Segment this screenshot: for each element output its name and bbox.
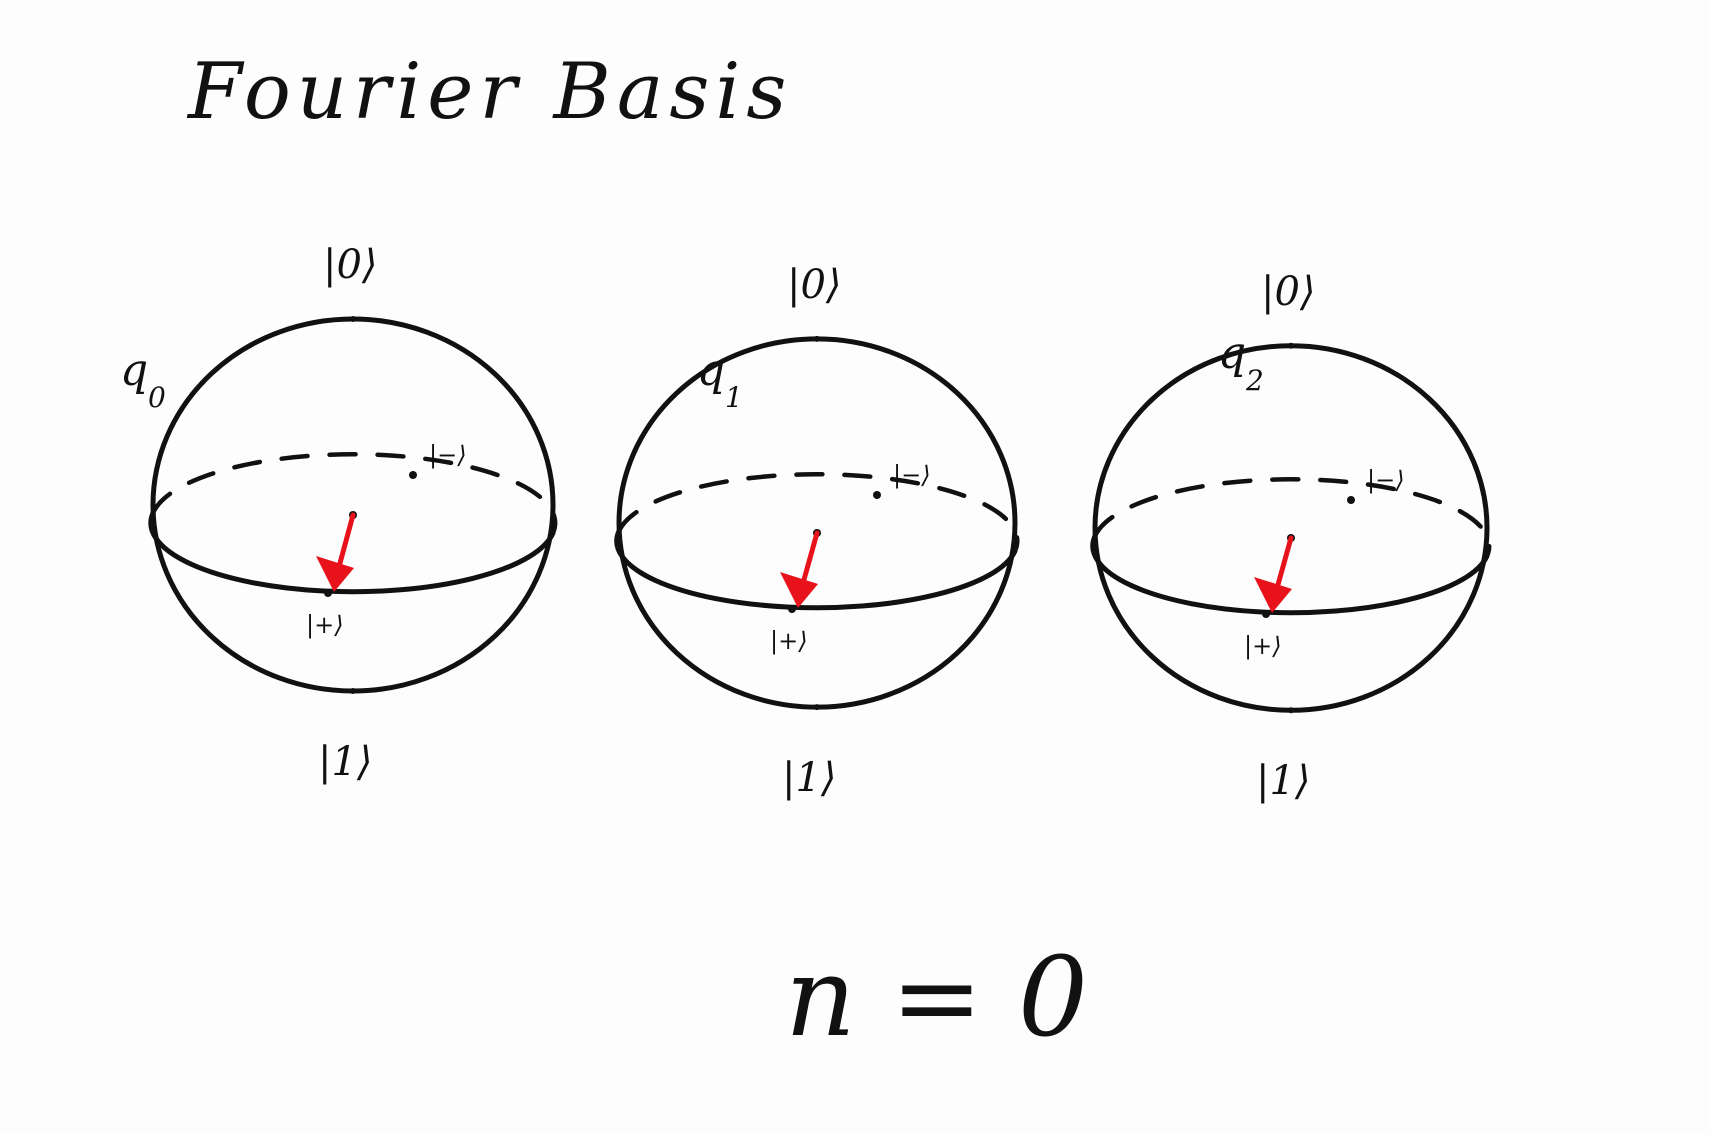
bloch-spheres: |0⟩|1⟩|+⟩|−⟩q0|0⟩|1⟩|+⟩|−⟩q1|0⟩|1⟩|+⟩|−⟩… [120, 242, 1492, 804]
label-ket-plus: |+⟩ [1244, 632, 1282, 661]
equator-front [1090, 533, 1490, 616]
plus-state-dot [1262, 610, 1270, 618]
minus-state-dot [873, 491, 881, 499]
equator-front [614, 528, 1018, 611]
state-vector-arrowhead [316, 556, 354, 592]
pole-top-dot [814, 335, 820, 342]
diagram-title: Fourier Basis [186, 47, 792, 137]
bloch-sphere-q1: |0⟩ |1⟩ |+⟩ |−⟩ q1 [614, 262, 1020, 801]
qubit-label: q [120, 345, 148, 396]
qubit-index-subscript: 1 [725, 381, 743, 414]
label-ket-plus: |+⟩ [306, 611, 344, 640]
sphere-outline [150, 316, 556, 694]
bloch-sphere-q0: |0⟩ |1⟩ |+⟩ |−⟩ q0 [120, 242, 558, 785]
equator-back [616, 472, 1020, 554]
pole-bottom-dot [1288, 707, 1294, 714]
plus-state-dot [788, 605, 796, 613]
qubit-label: q [697, 345, 725, 396]
pole-bottom-dot [350, 688, 356, 694]
label-ket-plus: |+⟩ [770, 627, 808, 656]
bloch-sphere-q2: |0⟩ |1⟩ |+⟩ |−⟩ q2 [1090, 269, 1492, 804]
plus-state-dot [324, 589, 332, 597]
label-ket-minus: |−⟩ [893, 461, 931, 490]
state-vector-arrowhead [780, 572, 818, 608]
sphere-outline [1092, 343, 1490, 713]
sphere-outline [616, 336, 1018, 710]
equator-back [1092, 477, 1492, 559]
label-ket-minus: |−⟩ [429, 441, 467, 470]
pole-top-dot [1288, 342, 1294, 349]
minus-state-dot [409, 471, 417, 479]
minus-state-dot [1347, 496, 1355, 504]
label-ket-1: |1⟩ [1256, 758, 1311, 804]
label-ket-0: |0⟩ [787, 262, 842, 308]
qubit-index-subscript: 0 [148, 381, 166, 414]
label-ket-1: |1⟩ [318, 739, 373, 785]
equation-label: n = 0 [785, 933, 1088, 1061]
equator-back [150, 452, 558, 536]
qubit-index-subscript: 2 [1245, 364, 1264, 397]
label-ket-minus: |−⟩ [1367, 466, 1405, 495]
pole-top-dot [350, 316, 356, 322]
pole-bottom-dot [814, 704, 820, 711]
label-ket-0: |0⟩ [1261, 269, 1316, 315]
qubit-label: q [1218, 328, 1246, 379]
equator-front [148, 510, 556, 595]
label-ket-1: |1⟩ [782, 755, 837, 801]
state-vector-arrowhead [1254, 577, 1292, 613]
label-ket-0: |0⟩ [323, 242, 378, 288]
